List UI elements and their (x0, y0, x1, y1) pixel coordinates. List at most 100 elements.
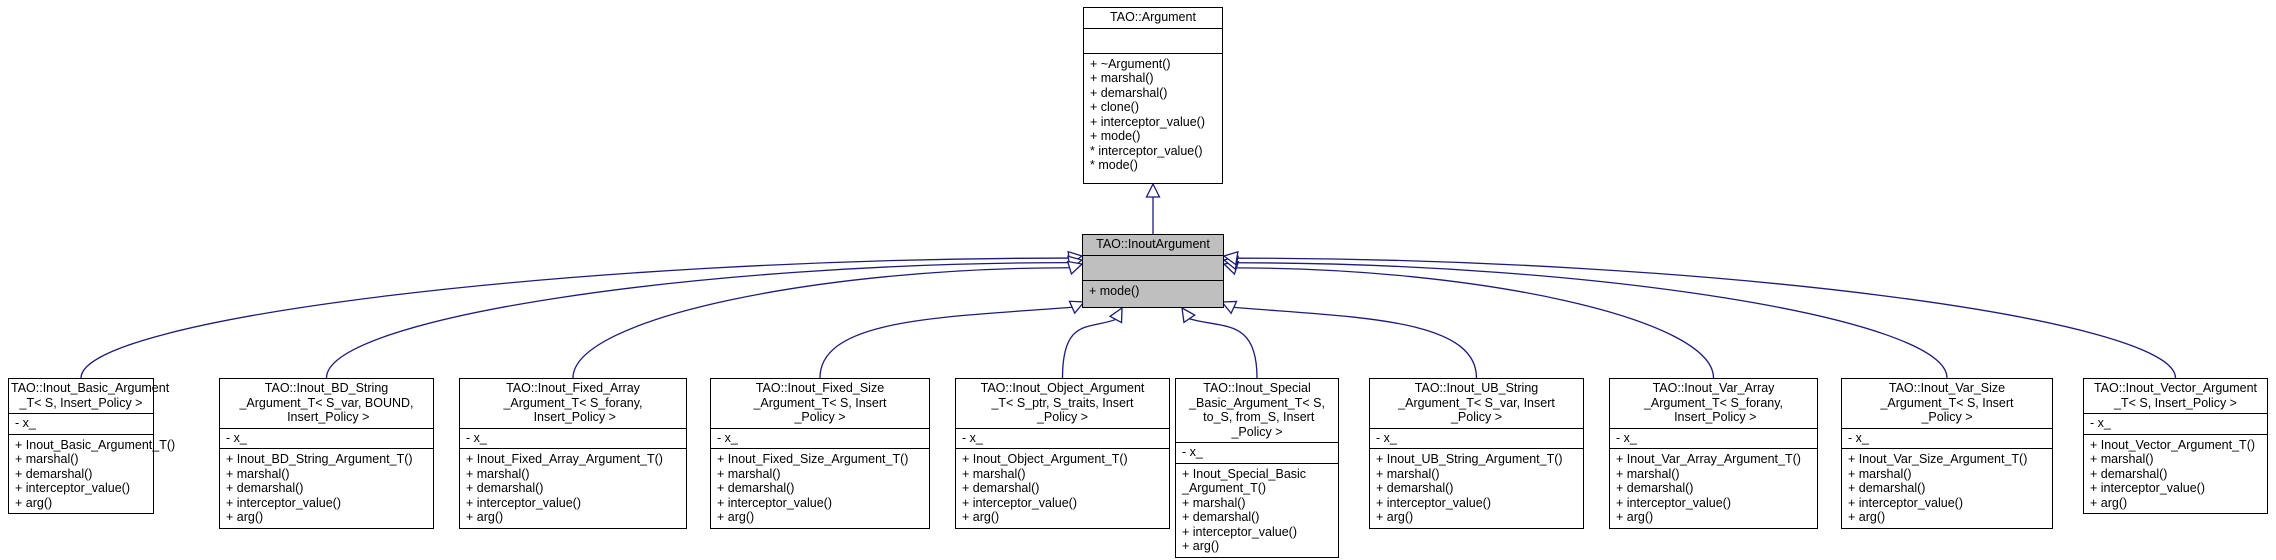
class-operations: + Inout_Object_Argument_T()+ marshal() + … (956, 449, 1169, 528)
class-operation: + marshal() (226, 466, 290, 481)
class-operation: + Inout_Var_Array_Argument_T() (1616, 452, 1801, 466)
class-operation: + demarshal() (1090, 85, 1168, 100)
class-title: TAO::Inout_Fixed_Array _Argument_T< S_fo… (460, 379, 686, 429)
class-attribute: - x_ (15, 416, 36, 430)
class-operation: + demarshal() (1848, 481, 1926, 495)
class-attributes (1084, 29, 1222, 54)
class-operation: + Inout_Object_Argument_T() (962, 452, 1128, 466)
inheritance-edge (1236, 257, 2177, 379)
class-operations: + Inout_Special_Basic _Argument_T()+ mar… (1176, 464, 1338, 557)
class-attributes: - x_ (1370, 429, 1583, 449)
class-operations: + Inout_Fixed_Array_Argument_T()+ marsha… (460, 449, 686, 528)
class-operation: + interceptor_value() (226, 495, 341, 510)
class-derived-1[interactable]: TAO::Inout_BD_String _Argument_T< S_var,… (219, 378, 434, 529)
class-derived-8[interactable]: TAO::Inout_Var_Size _Argument_T< S, Inse… (1841, 378, 2053, 529)
class-operation: + marshal() (1376, 466, 1440, 481)
class-operation: + demarshal() (226, 481, 304, 495)
class-attribute: - x_ (466, 430, 487, 445)
class-title: TAO::Inout_UB_String _Argument_T< S_var,… (1370, 379, 1583, 429)
class-operation: + demarshal() (15, 466, 93, 481)
class-attributes: - x_ (460, 429, 686, 449)
inheritance-edge (1189, 318, 1258, 379)
class-operation: + interceptor_value() (1848, 495, 1963, 510)
class-attributes: - x_ (220, 429, 433, 449)
class-operation: + Inout_Special_Basic _Argument_T() (1182, 466, 1307, 496)
class-attributes: - x_ (1842, 429, 2052, 449)
class-title: TAO::Argument (1084, 8, 1222, 29)
class-attribute: - x_ (717, 430, 738, 445)
class-operation: + mode() (1089, 283, 1140, 298)
class-derived-9[interactable]: TAO::Inout_Vector_Argument _T< S, Insert… (2083, 378, 2268, 514)
class-operations: + mode() (1083, 281, 1223, 302)
class-operation: + marshal() (1182, 495, 1246, 510)
inheritance-edge (819, 306, 1073, 379)
class-operation: + interceptor_value() (2090, 481, 2205, 495)
class-operations: + ~Argument()+ marshal()+ demarshal()+ c… (1084, 54, 1222, 176)
class-operation: + marshal() (1848, 466, 1912, 481)
inheritance-edge (1233, 306, 1478, 379)
class-operation: + demarshal() (1376, 481, 1454, 495)
class-operation: + Inout_Basic_Argument_T() (15, 437, 176, 452)
class-operation: * mode() (1090, 158, 1138, 172)
class-operation: + demarshal() (1182, 510, 1260, 524)
class-operation: + marshal() (466, 466, 530, 481)
class-operation: + Inout_Var_Size_Argument_T() (1848, 452, 2028, 466)
class-attribute: - x_ (962, 430, 983, 445)
class-operation: + arg() (962, 510, 1000, 524)
inheritance-edge (80, 257, 1070, 379)
class-operation: + marshal() (2090, 452, 2154, 466)
class-operation: + marshal() (1090, 71, 1154, 85)
class-operation: + mode() (1090, 129, 1141, 143)
class-operation: + demarshal() (2090, 466, 2168, 481)
class-title: TAO::Inout_BD_String _Argument_T< S_var,… (220, 379, 433, 429)
class-attributes: - x_ (9, 414, 153, 435)
class-operation: + interceptor_value() (1376, 495, 1491, 510)
class-operation: + interceptor_value() (15, 481, 130, 495)
class-operation: + arg() (1848, 510, 1886, 524)
class-operation: + demarshal() (1616, 481, 1694, 495)
class-operation: + arg() (466, 510, 504, 524)
inheritance-edge (1236, 267, 1715, 379)
class-title: TAO::Inout_Vector_Argument _T< S, Insert… (2084, 379, 2267, 414)
class-operation: + Inout_Fixed_Size_Argument_T() (717, 452, 909, 466)
class-tao-argument[interactable]: TAO::Argument + ~Argument()+ marshal()+ … (1083, 7, 1223, 184)
class-attribute: - x_ (226, 430, 247, 445)
class-derived-5[interactable]: TAO::Inout_Special _Basic_Argument_T< S,… (1175, 378, 1339, 558)
class-title: TAO::Inout_Var_Size _Argument_T< S, Inse… (1842, 379, 2052, 429)
class-operation: + arg() (1182, 539, 1220, 553)
class-operations: + Inout_Fixed_Size_Argument_T()+ marshal… (711, 449, 929, 528)
class-title: TAO::Inout_Fixed_Size _Argument_T< S, In… (711, 379, 929, 429)
inheritance-edge (325, 262, 1070, 379)
class-derived-2[interactable]: TAO::Inout_Fixed_Array _Argument_T< S_fo… (459, 378, 687, 529)
class-derived-0[interactable]: TAO::Inout_Basic_Argument _T< S, Insert_… (8, 378, 176, 514)
class-operation: + Inout_Vector_Argument_T() (2090, 437, 2256, 452)
class-operation: + arg() (1616, 510, 1654, 524)
class-operations: + Inout_BD_String_Argument_T()+ marshal(… (220, 449, 433, 528)
class-derived-4[interactable]: TAO::Inout_Object_Argument _T< S_ptr, S_… (955, 378, 1170, 529)
class-operation: + Inout_BD_String_Argument_T() (226, 452, 413, 466)
inheritance-arrowhead (1145, 182, 1161, 198)
class-operation: + clone() (1090, 100, 1139, 114)
class-attribute: - x_ (1616, 430, 1637, 445)
class-operation: + interceptor_value() (717, 495, 832, 510)
class-operation: + marshal() (962, 466, 1026, 481)
class-derived-3[interactable]: TAO::Inout_Fixed_Size _Argument_T< S, In… (710, 378, 930, 529)
class-operations: + Inout_UB_String_Argument_T()+ marshal(… (1370, 449, 1583, 528)
class-operation: + interceptor_value() (962, 495, 1077, 510)
class-operation: + arg() (1376, 510, 1414, 524)
class-operation: + interceptor_value() (1182, 524, 1297, 539)
inheritance-edge (1236, 262, 1948, 379)
class-derived-6[interactable]: TAO::Inout_UB_String _Argument_T< S_var,… (1369, 378, 1584, 529)
class-operation: + Inout_Fixed_Array_Argument_T() (466, 452, 663, 466)
class-attribute: - x_ (1376, 430, 1397, 445)
inheritance-edge (572, 267, 1070, 379)
class-operations: + Inout_Basic_Argument_T()+ marshal()+ d… (9, 435, 176, 514)
class-title: TAO::Inout_Special _Basic_Argument_T< S,… (1176, 379, 1338, 443)
class-derived-7[interactable]: TAO::Inout_Var_Array _Argument_T< S_fora… (1609, 378, 1818, 529)
inheritance-edge (1061, 318, 1117, 379)
class-operations: + Inout_Var_Array_Argument_T()+ marshal(… (1610, 449, 1817, 528)
class-operation: + arg() (717, 510, 755, 524)
class-tao-inoutargument[interactable]: TAO::InoutArgument + mode() (1082, 234, 1224, 308)
class-operation: + interceptor_value() (466, 495, 581, 510)
